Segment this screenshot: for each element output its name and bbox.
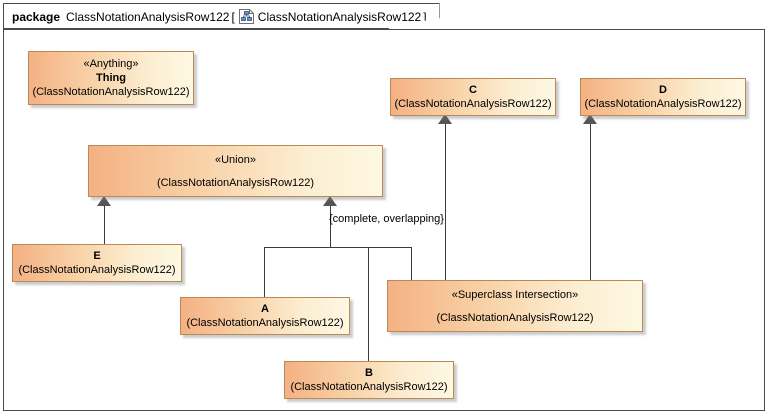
class-qualified-name: (ClassNotationAnalysisRow122) [186,317,344,329]
class-box-superclass-intersection[interactable]: «Superclass Intersection» (ClassNotation… [387,280,643,332]
class-qualified-name: (ClassNotationAnalysisRow122) [436,311,594,324]
generalization-si-to-c-arrowhead [438,114,452,124]
package-tab-underline [3,28,389,29]
class-box-union[interactable]: «Union» (ClassNotationAnalysisRow122) [88,145,383,197]
generalization-si-to-d-line [590,123,591,280]
class-name: A [261,303,269,315]
class-box-c[interactable]: C (ClassNotationAnalysisRow122) [390,78,556,116]
class-name: Thing [96,72,126,84]
generalization-b-drop-line [368,247,369,361]
class-stereotype: «Union» [215,153,256,166]
class-qualified-name: (ClassNotationAnalysisRow122) [394,98,552,110]
class-box-e[interactable]: E (ClassNotationAnalysisRow122) [12,244,182,282]
generalization-si-to-d-arrowhead [583,114,597,124]
class-name: D [659,84,667,96]
class-qualified-name: (ClassNotationAnalysisRow122) [32,86,190,98]
class-qualified-name: (ClassNotationAnalysisRow122) [290,381,448,393]
bracket-open: [ [231,9,235,24]
class-name: C [469,84,477,96]
class-stereotype: «Superclass Intersection» [451,288,579,301]
generalization-set-stem-line [330,205,331,247]
package-header-tab: package ClassNotationAnalysisRow122 [ Cl… [3,3,440,29]
class-name: B [365,367,373,379]
diagram-name: ClassNotationAnalysisRow122 [257,9,422,24]
generalization-set-fork-bar [264,247,412,248]
generalization-e-to-union-arrowhead [97,196,111,206]
generalization-e-to-union-line [104,205,105,244]
class-qualified-name: (ClassNotationAnalysisRow122) [156,176,315,189]
class-box-d[interactable]: D (ClassNotationAnalysisRow122) [580,78,746,116]
generalization-set-arrowhead [323,196,337,206]
generalization-si-to-c-line [445,123,446,280]
package-name: ClassNotationAnalysisRow122 [66,9,230,24]
generalization-si-drop-line [411,247,412,280]
bracket-close: ] [423,9,427,24]
class-name: E [93,250,101,262]
generalization-set-constraint-label: {complete, overlapping} [329,213,444,225]
class-diagram-icon [238,9,254,24]
class-qualified-name: (ClassNotationAnalysisRow122) [18,264,176,276]
class-qualified-name: (ClassNotationAnalysisRow122) [584,98,742,110]
class-box-a[interactable]: A (ClassNotationAnalysisRow122) [180,297,350,335]
class-stereotype: «Anything» [83,58,139,70]
class-box-thing[interactable]: «Anything» Thing (ClassNotationAnalysisR… [28,51,194,105]
package-keyword: package [12,9,61,24]
generalization-a-drop-line [264,247,265,297]
class-box-b[interactable]: B (ClassNotationAnalysisRow122) [284,361,454,399]
